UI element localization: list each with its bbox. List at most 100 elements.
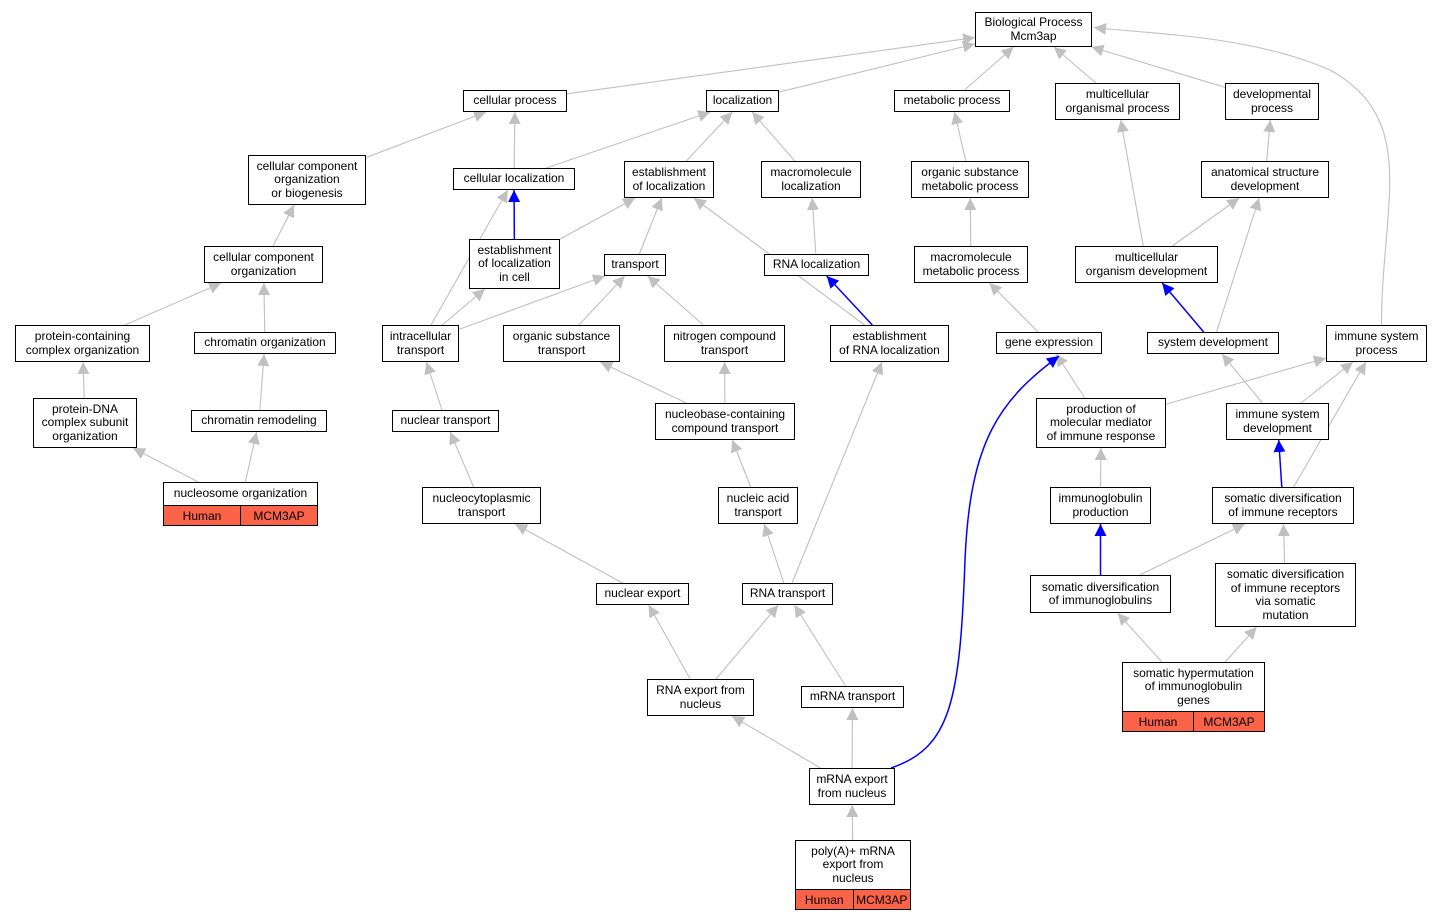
edge-protein_containing_complex_organization-to-cellular_component_organization [124,282,222,326]
go-term-immune-system-development[interactable]: immune system development [1226,403,1329,440]
edge-nucleic_acid_transport-to-nucleobase_containing_compound_transport [731,439,752,488]
go-term-cellular-component-org-biogenesis[interactable]: cellular component organization or bioge… [248,155,366,205]
edge-nucleobase_containing_compound_transport-to-organic_substance_transport [600,361,687,404]
go-term-nucleobase-containing-compound-transport[interactable]: nucleobase-containing compound transport [655,403,795,440]
go-term-cellular-component-organization[interactable]: cellular component organization [204,246,323,283]
edge-production_of_molecular_mediator-to-gene_expression [1055,353,1086,399]
edge-nuclear_transport-to-intracellular_transport [424,361,443,411]
go-term-intracellular-transport[interactable]: intracellular transport [382,325,459,362]
go-term-nucleic-acid-transport[interactable]: nucleic acid transport [718,487,798,524]
go-term-nuclear-export[interactable]: nuclear export [596,583,689,605]
go-term-gene-expression[interactable]: gene expression [996,332,1102,354]
annotation-gene: MCM3AP [852,890,911,909]
go-term-mrna-export-from-nucleus[interactable]: mRNA export from nucleus [809,768,895,805]
go-term-cellular-localization[interactable]: cellular localization [453,168,575,190]
edge-cellular_localization-to-cellular_process [508,111,521,169]
go-term-production-of-molecular-mediator[interactable]: production of molecular mediator of immu… [1036,398,1166,448]
edge-multicellular_organism_development-to-anatomical_structure_development [1171,197,1240,247]
edge-chromatin_remodeling-to-chromatin_organization [257,353,270,411]
go-term-bp[interactable]: Biological Process Mcm3ap [975,12,1092,47]
go-term-establishment-of-localization-in-cell[interactable]: establishment of localization in cell [469,239,560,289]
go-term-cellular-process[interactable]: cellular process [463,90,567,112]
go-term-system-development[interactable]: system development [1147,332,1279,354]
go-term-localization[interactable]: localization [706,90,779,112]
edge-developmental_process-to-bp [1091,44,1226,88]
annotation-species: Human [182,508,222,523]
go-term-nucleocytoplasmic-transport[interactable]: nucleocytoplasmic transport [422,487,541,524]
go-term-mrna-transport[interactable]: mRNA transport [801,686,904,708]
go-term-somatic-diversification-of-immunoglobulins[interactable]: somatic diversification of immunoglobuli… [1030,575,1171,613]
go-term-immunoglobulin-production[interactable]: immunoglobulin production [1050,487,1151,524]
go-term-multicellular-organism-development[interactable]: multicellular organism development [1075,246,1218,283]
go-term-somatic-diversification-of-immune-receptors[interactable]: somatic diversification of immune recept… [1212,487,1354,524]
go-term-organic-substance-metabolic-process[interactable]: organic substance metabolic process [911,161,1029,198]
edge-nucleosome_organization-to-protein_dna_complex_subunit_organization [132,447,199,483]
edge-somatic_diversification_of_immunoglobulins-to-somatic_diversification_of_immune_receptors [1139,523,1246,576]
edge-system_development-to-anatomical_structure_development [1215,197,1262,333]
go-term-rna-transport[interactable]: RNA transport [742,583,833,605]
go-term-nucleosome-organization[interactable]: nucleosome organization [163,482,318,506]
edge-metabolic_process-to-bp [964,46,1014,91]
go-term-immune-system-process[interactable]: immune system process [1326,325,1427,362]
go-term-chromatin-remodeling[interactable]: chromatin remodeling [191,410,327,432]
go-term-macromolecule-metabolic-process[interactable]: macromolecule metabolic process [914,246,1028,283]
edge-multicellular_organism_development-to-multicellular_organismal_process [1116,119,1144,247]
go-term-anatomical-structure-development[interactable]: anatomical structure development [1201,161,1329,198]
go-term-somatic-hypermutation[interactable]: somatic hypermutation of immunoglobulin … [1122,662,1265,712]
edge-intracellular_transport-to-establishment_of_localization_in_cell [442,288,486,326]
edge-production_of_molecular_mediator-to-immune_system_process [1165,355,1327,405]
go-term-establishment-of-rna-localization[interactable]: establishment of RNA localization [830,325,949,362]
edge-protein_dna_complex_subunit_organization-to-protein_containing_complex_organization [77,361,90,399]
edge-immune_system_process-to-bp [1093,22,1391,326]
edge-nuclear_export-to-nucleocytoplasmic_transport [514,523,623,584]
go-term-developmental-process[interactable]: developmental process [1225,83,1319,120]
go-term-transport[interactable]: transport [604,254,666,276]
edge-establishment_of_localization_in_cell-to-establishment_of_localization [559,197,636,240]
go-term-nitrogen-compound-transport[interactable]: nitrogen compound transport [664,325,785,362]
edge-cellular_process-to-bp [566,33,976,95]
edge-multicellular_organismal_process-to-bp [1053,46,1097,84]
edge-establishment_of_rna_localization-to-rna_localization [826,275,873,326]
edge-organic_substance_metabolic_process-to-metabolic_process [951,111,967,162]
edge-somatic_diversification_of_immune_receptors-to-immune_system_process [1293,361,1367,488]
edge-rna_export_from_nucleus-to-nuclear_export [648,604,691,680]
go-term-multicellular-organismal-process[interactable]: multicellular organismal process [1055,83,1180,120]
go-term-chromatin-organization[interactable]: chromatin organization [194,332,336,354]
edge-cellular_localization-to-localization [546,110,711,169]
edge-immune_system_development-to-immune_system_process [1300,361,1354,404]
edge-mrna_export_from_nucleus-to-rna_export_from_nucleus [731,715,821,769]
go-term-macromolecule-localization[interactable]: macromolecule localization [761,161,861,198]
edge-rna_localization-to-macromolecule_localization [806,197,819,255]
go-term-protein-dna-complex-subunit-organization[interactable]: protein-DNA complex subunit organization [33,398,137,448]
edge-somatic_hypermutation-to-somatic_diversification_via_somatic_mutation [1224,626,1258,663]
edge-organic_substance_transport-to-transport [578,275,626,326]
edge-rna_transport-to-nucleic_acid_transport [762,523,785,584]
edge-cellular_component_org_biogenesis-to-cellular_process [365,110,487,159]
go-term-rna-localization[interactable]: RNA localization [764,254,869,276]
go-term-organic-substance-transport[interactable]: organic substance transport [503,325,620,362]
edge-system_development-to-multicellular_organism_development [1161,282,1205,333]
edge-rna_export_from_nucleus-to-rna_transport [715,604,779,680]
go-term-nuclear-transport[interactable]: nuclear transport [392,410,499,432]
edge-chromatin_organization-to-cellular_component_organization [258,282,271,333]
go-term-protein-containing-complex-organization[interactable]: protein-containing complex organization [15,325,150,362]
go-term-polya-mrna-export[interactable]: poly(A)+ mRNA export from nucleus [795,840,911,890]
go-term-somatic-diversification-via-somatic-mutation[interactable]: somatic diversification of immune recept… [1215,563,1356,627]
edge-rna_transport-to-establishment_of_rna_localization [791,361,883,584]
edge-establishment_of_localization-to-localization [685,111,733,162]
go-term-metabolic-process[interactable]: metabolic process [894,90,1010,112]
go-term-rna-export-from-nucleus[interactable]: RNA export from nucleus [647,679,754,716]
edge-immune_system_development-to-system_development [1221,353,1263,404]
edge-somatic_diversification_via_somatic_mutation-to-somatic_diversification_of_immune_receptors [1277,523,1290,564]
go-term-establishment-of-localization[interactable]: establishment of localization [624,161,714,198]
annotation-species: Human [804,892,844,907]
edge-nucleocytoplasmic_transport-to-nuclear_transport [449,431,475,488]
edge-somatic_hypermutation-to-somatic_diversification_of_immunoglobulins [1117,612,1163,663]
edge-transport-to-establishment_of_localization [638,197,663,255]
edge-macromolecule_metabolic_process-to-organic_substance_metabolic_process [964,197,977,247]
edge-layer [77,22,1391,841]
edge-anatomical_structure_development-to-developmental_process [1263,119,1276,162]
